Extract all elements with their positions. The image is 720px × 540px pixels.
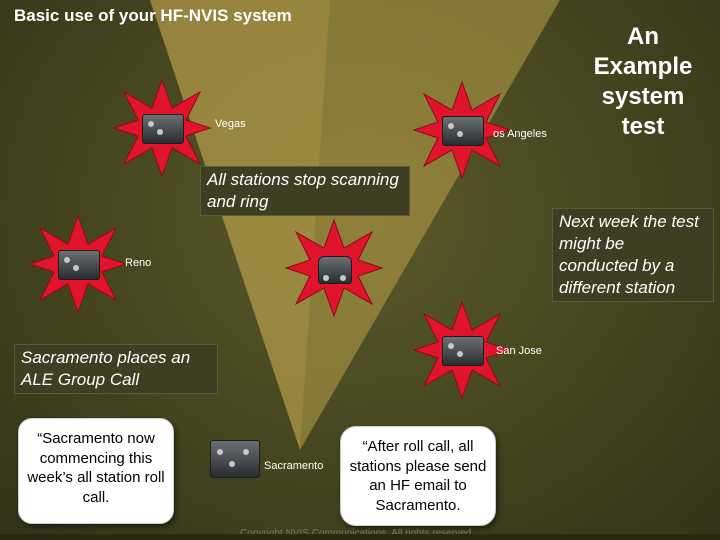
slide-title: Basic use of your HF-NVIS system [14,6,292,25]
bubble-after-roll-call: “After roll call, all stations please se… [340,426,496,526]
vehicle-radio-icon [318,256,352,284]
station-las-vegas [112,78,212,178]
station-los-angeles [412,80,512,180]
footer-bar [0,534,720,540]
radio-station-icon [210,440,260,478]
station-label-reno: Reno [125,257,152,269]
note-group-call: Sacramento places an ALE Group Call [14,344,218,395]
note-stop-scanning: All stations stop scanning and ring [200,166,410,217]
station-label-san-jose: San Jose [496,345,542,357]
station-label-los-angeles: os Angeles [493,128,547,140]
station-label-sacramento: Sacramento [264,460,324,472]
radio-station-icon [142,114,184,144]
note-next-week: Next week the test might be conducted by… [552,208,714,303]
radio-station-icon [442,336,484,366]
station-center-vehicle [284,218,384,318]
station-reno [28,214,128,314]
radio-station-icon [442,116,484,146]
example-title: An Example system test [593,23,693,140]
bubble-commencing: “Sacramento now commencing this week’s a… [18,418,174,524]
station-san-jose [412,300,512,400]
radio-station-icon [58,250,100,280]
copyright-text: Copyright NVIS Communications. All right… [240,528,474,539]
station-label-las-vegas: Vegas [215,118,246,130]
